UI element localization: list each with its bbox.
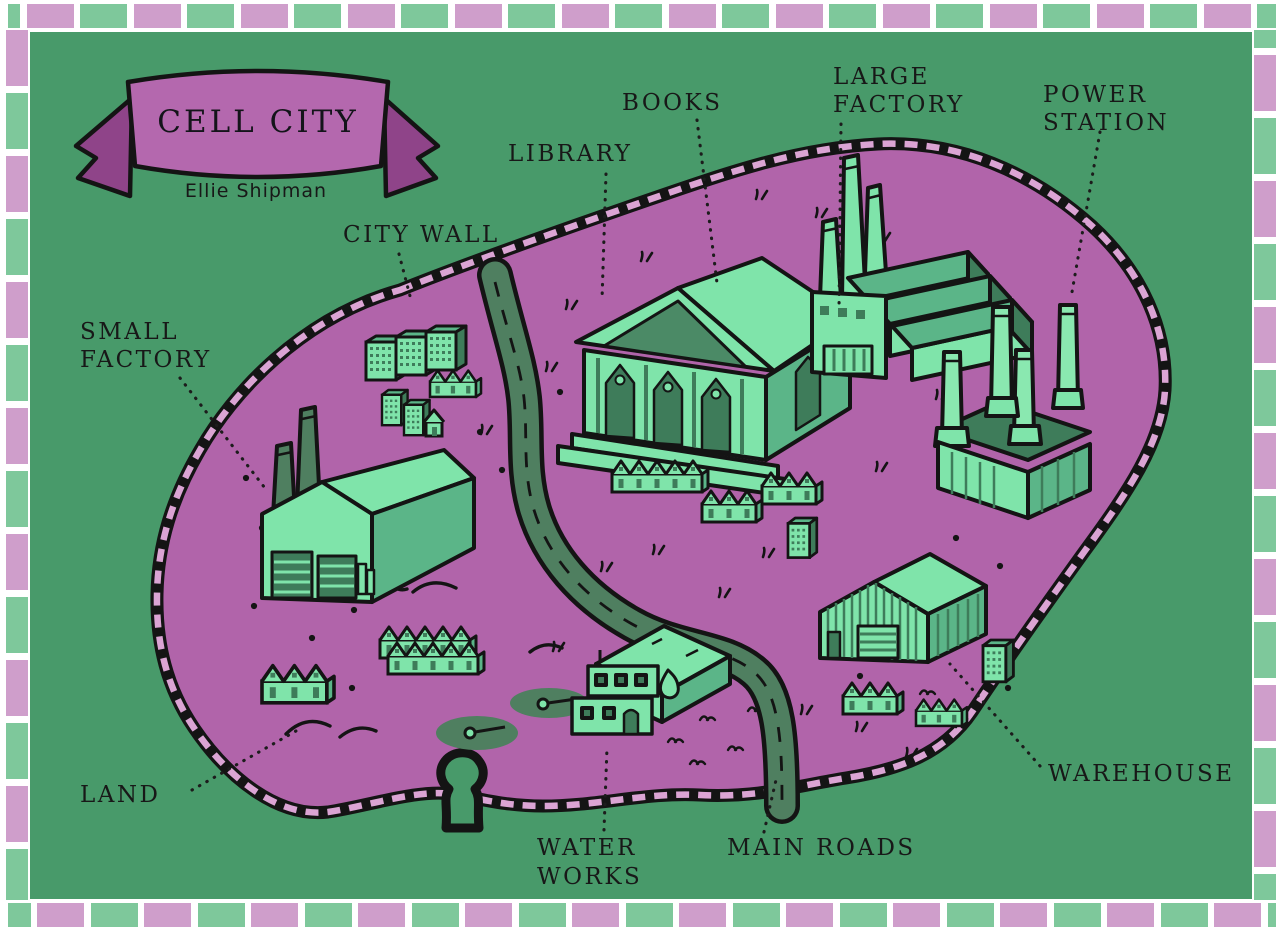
checkered-border-bottom [8,903,1276,927]
leader-books [695,118,719,285]
banner-right-fold [381,95,441,199]
label-water-works-line2: WORKS [537,864,642,890]
label-large-factory-line2: FACTORY [833,92,965,118]
label-small-factory-line2: FACTORY [80,347,212,373]
checkered-border-top [8,4,1276,28]
label-land: LAND [80,782,160,808]
label-library: LIBRARY [508,141,632,167]
banner-ribbon [125,68,391,180]
label-books: BOOKS [622,90,722,116]
title-banner: CELL CITY Ellie Shipman [73,68,441,202]
leader-large-factory [837,122,843,312]
leader-power-station [1070,130,1102,294]
road-centerline [493,281,784,801]
label-warehouse: WAREHOUSE [1048,761,1235,787]
membrane-notch [436,748,488,833]
label-city-wall: CITY WALL [343,222,500,248]
leader-main-roads [762,778,778,834]
checkered-border [6,4,1276,927]
leader-lines [178,118,1102,834]
label-power-station-line1: POWER [1043,82,1148,108]
leader-land [190,729,298,792]
checkered-border-left [6,30,28,900]
warehouse-building [818,552,988,664]
banner-author: Ellie Shipman [185,180,327,202]
main-road [477,257,800,824]
label-water-works-line1: WATER [537,835,637,861]
water-works-building [570,624,732,736]
banner-title: CELL CITY [157,104,358,140]
leader-water-works [602,746,609,832]
label-power-station-line2: STATION [1043,110,1169,136]
label-small-factory-line1: SMALL [80,319,179,345]
power-station-building [933,303,1092,520]
small-factory-building [260,405,476,604]
leader-city-wall [397,252,412,298]
checkered-border-right [1254,30,1276,900]
map-labels: BOOKS LIBRARY LARGE FACTORY POWER STATIO… [80,64,1235,890]
label-large-factory-line1: LARGE [833,64,930,90]
leader-warehouse [948,662,1042,768]
label-main-roads: MAIN ROADS [727,835,916,861]
leader-small-factory [178,376,270,494]
ponds [436,688,588,750]
banner-left-fold [73,95,135,199]
library-building [556,256,854,499]
